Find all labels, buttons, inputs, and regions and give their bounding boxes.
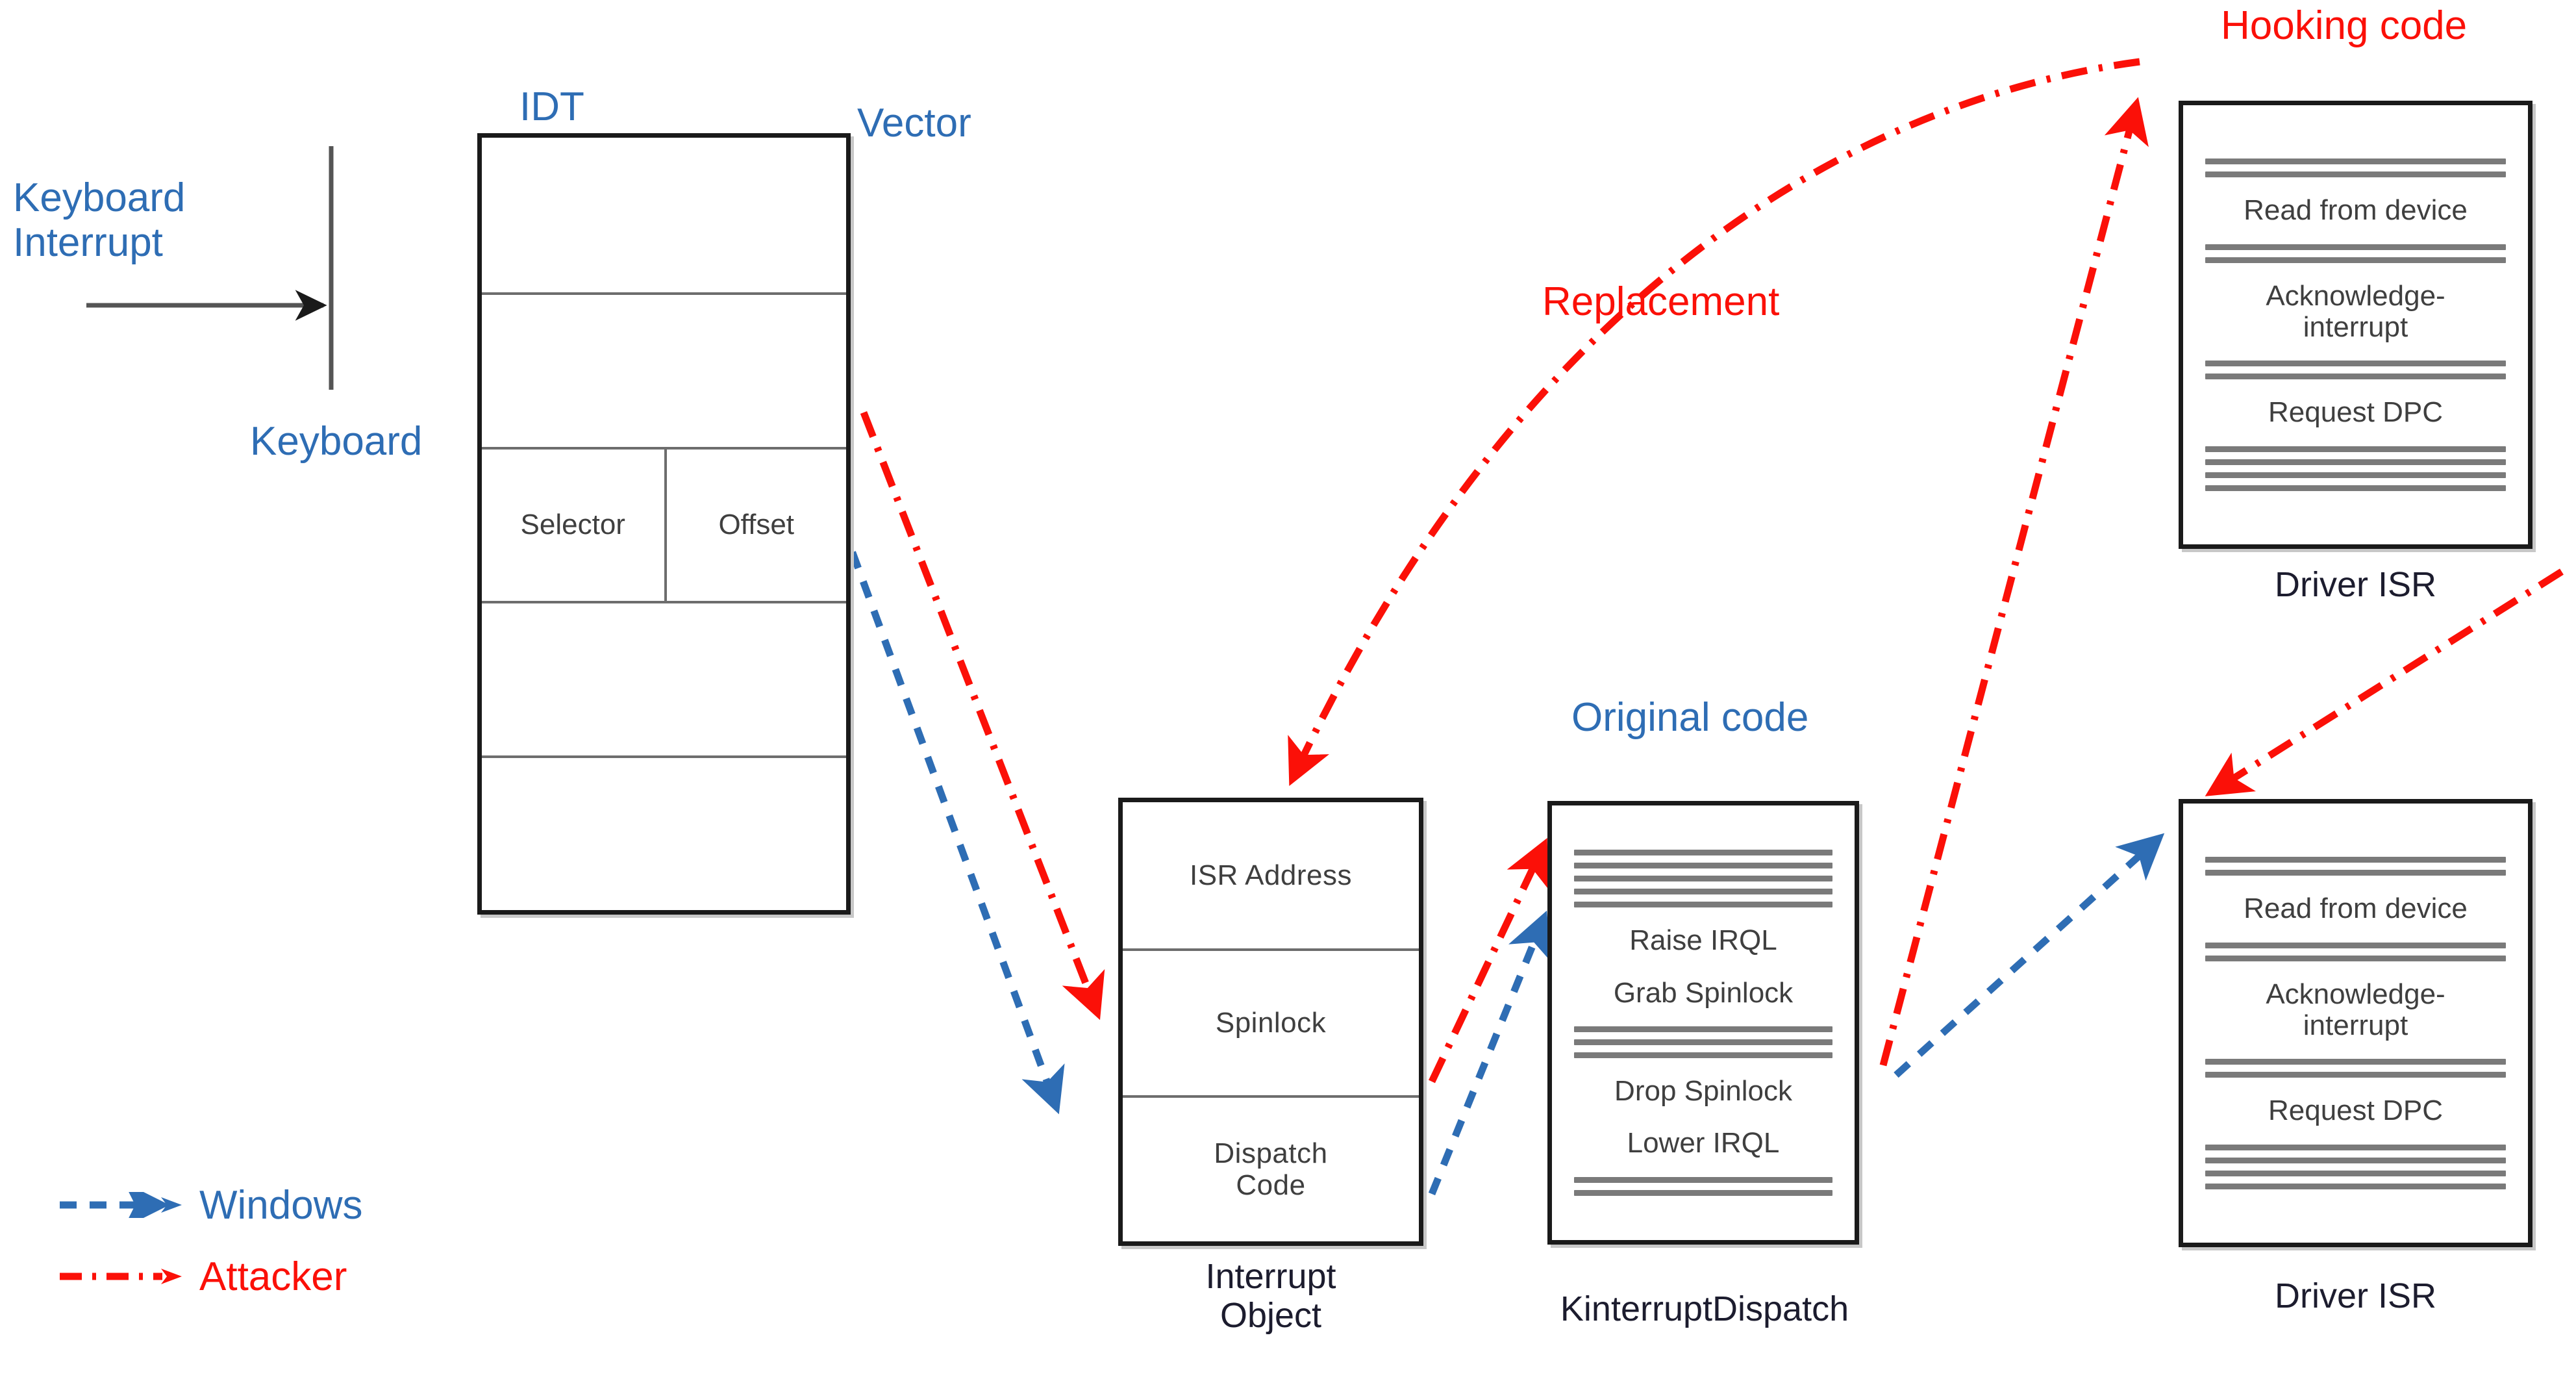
code-rule-line (2205, 1059, 2506, 1065)
code-rule-line (1574, 902, 1832, 908)
wire-kinterrupt-to-driver-isr (1894, 833, 2165, 1078)
code-rules-group (2205, 237, 2506, 270)
code-rules-group (1574, 1019, 1832, 1065)
idt-row (482, 755, 846, 910)
label-idt: IDT (519, 84, 584, 129)
driver-isr-bottom-body: Read from device Acknowledge- interrupt … (2183, 804, 2528, 1243)
idt-cell (482, 138, 846, 292)
code-rule-line (2205, 1170, 2506, 1176)
code-rule-line (2205, 472, 2506, 478)
code-rule-line (1574, 876, 1832, 882)
code-rule-line (1574, 1039, 1832, 1045)
code-text-request-dpc: Request DPC (2268, 396, 2443, 429)
wire-replacement-curve (1288, 58, 2140, 786)
code-rule-line (2205, 244, 2506, 250)
code-rule-line (2205, 361, 2506, 367)
code-rules-group (2205, 850, 2506, 883)
idt-cell (482, 603, 846, 755)
label-hooking-code: Hooking code (2221, 3, 2468, 48)
code-text-grab-spinlock: Grab Spinlock (1613, 976, 1794, 1009)
code-rules-group (2205, 935, 2506, 969)
caption-driver-isr-top: Driver ISR (2274, 565, 2436, 604)
code-rule-line (2205, 1144, 2506, 1150)
wire-hooking-code-to-driver-isr (2205, 568, 2564, 796)
driver-isr-bottom-box: Read from device Acknowledge- interrupt … (2179, 799, 2532, 1247)
code-text-drop-spinlock: Drop Spinlock (1614, 1075, 1792, 1107)
kinterrupt-dispatch-body: Raise IRQL Grab Spinlock Drop Spinlock L… (1552, 805, 1855, 1240)
legend-swatch-windows-icon (60, 1192, 182, 1218)
code-text-lower-irql: Lower IRQL (1627, 1127, 1780, 1159)
wire-kinterrupt-to-hooking-code (1879, 97, 2149, 1067)
code-rule-line (2205, 171, 2506, 178)
label-keyboard: Keyboard (250, 419, 423, 464)
idt-row (482, 138, 846, 292)
wire-idt-to-interrupt-object (816, 463, 1065, 1115)
code-rules-group (2205, 151, 2506, 184)
code-rule-line (1574, 1026, 1832, 1032)
legend-swatch-attacker-icon (60, 1269, 182, 1284)
caption-driver-isr-bottom: Driver ISR (2274, 1276, 2436, 1315)
code-text-read-from-device: Read from device (2244, 194, 2468, 227)
wire-interrupt-object-to-kinterrupt (1428, 910, 1551, 1196)
code-rule-line (1574, 850, 1832, 856)
interrupt-object-field-dispatch-code: Dispatch Code (1123, 1095, 1419, 1241)
code-rule-line (1574, 1052, 1832, 1058)
interrupt-object-box: ISR Address Spinlock Dispatch Code (1118, 798, 1423, 1246)
wire-attacker-idt-to-interrupt-object (860, 411, 1105, 1020)
code-rules-group (2205, 1052, 2506, 1085)
code-text-acknowledge-interrupt: Acknowledge- interrupt (2266, 279, 2445, 343)
legend-label-attacker: Attacker (199, 1254, 347, 1299)
driver-isr-top-body: Read from device Acknowledge- interrupt … (2183, 105, 2528, 544)
code-rule-line (1574, 1176, 1832, 1183)
code-rule-line (2205, 257, 2506, 263)
code-rule-line (1574, 863, 1832, 869)
code-rule-line (2205, 955, 2506, 961)
idt-table: Selector Offset (477, 133, 851, 915)
legend-item-attacker: Attacker (58, 1241, 363, 1312)
code-rules-group (1574, 1170, 1832, 1203)
code-rule-line (2205, 1183, 2506, 1189)
code-rule-line (2205, 446, 2506, 452)
code-text-request-dpc: Request DPC (2268, 1095, 2443, 1127)
legend-label-windows: Windows (199, 1182, 363, 1228)
interrupt-object-field-spinlock: Spinlock (1123, 948, 1419, 1095)
code-rules-group (2205, 353, 2506, 386)
code-rules-group (2205, 1137, 2506, 1197)
label-vector: Vector (857, 101, 971, 146)
idt-cell-offset: Offset (664, 449, 847, 602)
idt-cell (482, 295, 846, 447)
wire-attacker-interrupt-object-to-kinterrupt (1429, 838, 1549, 1083)
code-rule-line (1574, 1189, 1832, 1196)
code-rule-line (2205, 870, 2506, 876)
idt-cell (482, 758, 846, 910)
label-original-code: Original code (1571, 695, 1809, 740)
code-rule-line (2205, 857, 2506, 863)
code-rule-line (2205, 485, 2506, 491)
label-replacement: Replacement (1542, 279, 1780, 324)
idt-row-gate-descriptor: Selector Offset (482, 446, 847, 602)
label-keyboard-interrupt: Keyboard Interrupt (13, 175, 186, 266)
idt-cell-selector: Selector (520, 509, 625, 541)
code-rule-line (2205, 1072, 2506, 1078)
interrupt-object-field-isr-address: ISR Address (1189, 859, 1353, 892)
kinterrupt-dispatch-box: Raise IRQL Grab Spinlock Drop Spinlock L… (1547, 801, 1859, 1245)
code-rules-group (2205, 439, 2506, 498)
code-text-acknowledge-interrupt: Acknowledge- interrupt (2266, 978, 2445, 1041)
idt-row (482, 601, 846, 755)
legend-item-windows: Windows (58, 1169, 363, 1241)
code-rule-line (2205, 459, 2506, 465)
caption-interrupt-object: Interrupt Object (1205, 1257, 1336, 1336)
idt-row (482, 292, 846, 447)
legend: Windows Attacker (58, 1169, 363, 1312)
code-rule-line (2205, 1157, 2506, 1163)
code-rule-line (2205, 374, 2506, 380)
code-text-raise-irql: Raise IRQL (1629, 924, 1777, 957)
code-rule-line (1574, 889, 1832, 895)
caption-kinterrupt-dispatch: KinterruptDispatch (1560, 1289, 1849, 1328)
code-rule-line (2205, 942, 2506, 948)
driver-isr-top-box: Read from device Acknowledge- interrupt … (2179, 101, 2532, 549)
code-text-read-from-device: Read from device (2244, 893, 2468, 925)
code-rules-group (1574, 843, 1832, 915)
code-rule-line (2205, 158, 2506, 165)
